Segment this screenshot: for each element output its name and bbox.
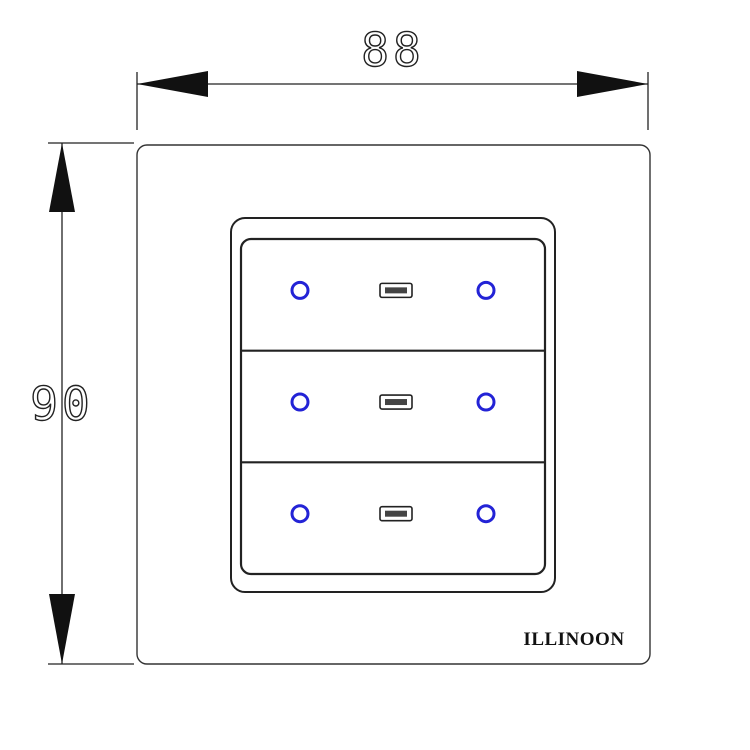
width-dimension-label: 88 [361, 23, 424, 77]
left-indicator-led-icon [290, 280, 310, 300]
left-indicator-led-icon [290, 504, 310, 524]
brand-logo-text: ILLINOON [523, 629, 624, 650]
label-window-inner [385, 510, 407, 517]
right-indicator-led-icon [476, 280, 496, 300]
right-indicator-led-icon [476, 392, 496, 412]
label-window-inner [385, 287, 407, 294]
width-arrow-right [577, 71, 648, 97]
width-dimension: 88 [136, 22, 649, 130]
left-indicator-led-icon [290, 392, 310, 412]
width-arrow-left [137, 71, 208, 97]
label-window-inner [385, 399, 407, 406]
height-dimension-label: 90 [30, 377, 93, 431]
switch-gangs [241, 280, 545, 524]
height-dimension: 90 [30, 142, 134, 665]
height-arrow-bottom [49, 594, 75, 664]
height-arrow-top [49, 143, 75, 212]
right-indicator-led-icon [476, 504, 496, 524]
